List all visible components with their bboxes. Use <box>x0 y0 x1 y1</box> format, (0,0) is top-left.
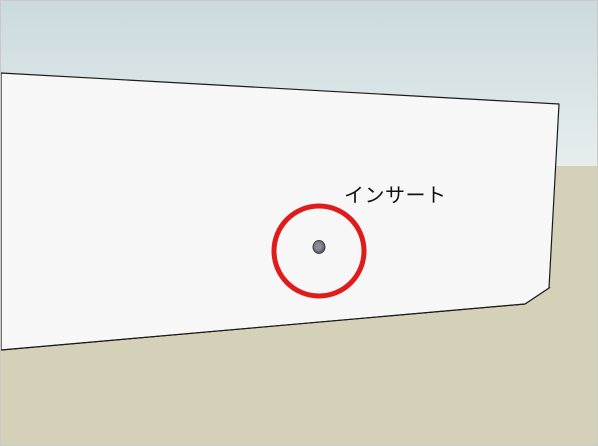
wall-edge-line <box>1 303 526 351</box>
wall-front-face <box>1 72 560 351</box>
highlight-circle <box>271 203 367 299</box>
insert-label: インサート <box>344 183 447 207</box>
insert-hole-inner <box>315 243 322 250</box>
